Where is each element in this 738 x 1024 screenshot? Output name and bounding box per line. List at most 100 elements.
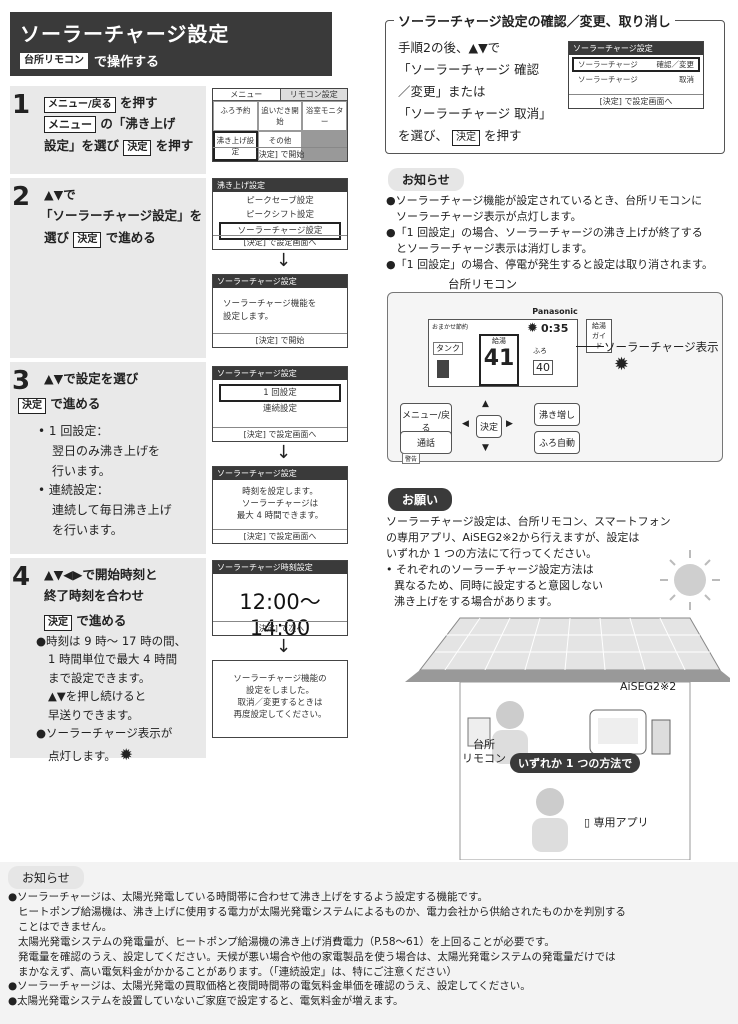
sun-icon <box>660 550 720 610</box>
screen-footer: [決定] で設定画面へ <box>213 427 347 441</box>
screen-item: ピークシフト設定 <box>245 210 314 220</box>
note-text: まで設定できます。 <box>48 670 151 685</box>
down-arrow-icon[interactable]: ▼ <box>482 443 489 453</box>
confirm-text: 手順2の後、▲▼で <box>398 40 501 55</box>
house-illustration <box>405 550 730 860</box>
screen-setting-type: ソーラーチャージ設定 1 回設定 連続設定 [決定] で設定画面へ <box>212 366 348 442</box>
bottom-notice-section: お知らせ ●ソーラーチャージは、太陽光発電している時間帯に合わせて沸き上げをする… <box>0 862 738 1024</box>
bullet-text: 行います。 <box>52 463 111 478</box>
request-text: いずれか 1 つの方法にて行ってください。 <box>386 546 598 560</box>
confirm-text: を選び、 <box>398 127 449 143</box>
notice-tag: お知らせ <box>388 168 464 191</box>
ok-button[interactable]: 決定 <box>476 415 502 438</box>
boost-button[interactable]: 沸き増し <box>534 403 580 426</box>
menu-cell: 追いだき開始 <box>257 101 303 131</box>
confirm-change-box: ソーラーチャージ設定の確認／変更、取り消し 手順2の後、▲▼で 「ソーラーチャー… <box>385 11 725 154</box>
down-arrow-icon: ↓ <box>276 636 292 657</box>
confirm-text: ／変更」または <box>398 83 486 99</box>
screen-item-selected: 1 回設定 <box>219 384 341 402</box>
bath-auto-button[interactable]: ふろ自動 <box>534 431 580 454</box>
bath-label: ふろ <box>533 347 547 355</box>
notice-text: ●ソーラーチャージは、太陽光発電の買取価格と夜間時間帯の電気料金単価を確認のうえ… <box>8 980 531 993</box>
step-text: 終了時刻を合わせ <box>44 588 145 604</box>
confirm-text: 「ソーラーチャージ 確認 <box>398 61 540 77</box>
page-subtitle: で操作する <box>94 55 160 70</box>
up-arrow-icon[interactable]: ▲ <box>482 399 489 409</box>
call-button[interactable]: 通話 <box>400 431 452 454</box>
section-header: ソーラーチャージ設定の確認／変更、取り消し <box>394 11 675 30</box>
supply-temp: 41 <box>483 346 515 371</box>
screen-complete: ソーラーチャージ機能の 設定をしました。 取消／変更するときは 再度設定してくだ… <box>212 660 348 738</box>
row-label: ソーラーチャージ <box>578 60 638 69</box>
guide-button[interactable]: 給湯ガイド <box>586 319 612 353</box>
ok-key: 決定 <box>18 398 46 415</box>
step-number: 4 <box>12 562 31 592</box>
screen-solar-intro: ソーラーチャージ設定 ソーラーチャージ機能を 設定します。 [決定] で開始 <box>212 274 348 348</box>
menu-cell-selected: 沸き上げ設定 <box>213 131 258 161</box>
screen-header: ソーラーチャージ設定 <box>569 42 703 55</box>
ok-key: 決定 <box>452 129 480 146</box>
screen-footer: [決定] で設定画面へ <box>213 529 347 543</box>
remote-caption: 台所リモコン <box>448 277 517 291</box>
aiseg-label: AiSEG2※2 <box>620 680 677 693</box>
notice-text: ●「1 回設定」の場合、停電が発生すると設定は取り消されます。 <box>386 257 713 271</box>
solar-panel-roof <box>418 617 721 671</box>
step-text: ▲▼で設定を選び <box>44 371 139 386</box>
tank-level-icon <box>437 360 449 378</box>
note-text: 早送りできます。 <box>48 707 139 722</box>
step-text: 「ソーラーチャージ設定」を <box>40 208 203 224</box>
screen-text: 設定します。 <box>223 312 274 322</box>
pointer-line <box>576 346 604 347</box>
left-arrow-icon[interactable]: ◀ <box>462 419 469 429</box>
bullet-title: • 1 回設定： <box>38 424 109 438</box>
screen-footer: [決定] で開始 <box>213 147 347 161</box>
menu-cell: ふろ予約 <box>213 101 258 131</box>
person-icon <box>536 788 564 816</box>
screen-header: ソーラーチャージ設定 <box>213 275 347 288</box>
screen-text: 時刻を設定します。 <box>242 487 318 497</box>
solar-charge-icon: ✹ <box>527 321 538 336</box>
row-label: ソーラーチャージ <box>578 75 638 84</box>
kitchen-remote-label: 台所 リモコン <box>462 738 506 767</box>
either-method-badge: いずれか 1 つの方法で <box>510 753 641 773</box>
label-line: 台所 <box>473 738 495 751</box>
step-1: 1 メニュー/戻る を押す メニュー の「沸き上げ 設定」を選び 決定 を押す <box>10 86 206 174</box>
notice-text: ●ソーラーチャージは、太陽光発電している時間帯に合わせて沸き上げをするよう設定す… <box>8 891 488 903</box>
tab-menu: メニュー <box>213 89 281 100</box>
screen-menu: メニュー リモコン設定 ふろ予約 追いだき開始 浴室モニター 沸き上げ設定 その… <box>212 88 348 162</box>
screen-text: 再度設定してください。 <box>233 710 327 720</box>
down-arrow-icon: ↓ <box>276 250 292 271</box>
time-range-display: 12:00～14:00 <box>239 590 321 640</box>
brand-logo: Panasonic <box>532 307 578 316</box>
screen-header: ソーラーチャージ時刻設定 <box>213 561 347 574</box>
step-3: 3 ▲▼で設定を選び 決定 で進める • 1 回設定： 翌日のみ沸き上げを 行い… <box>10 362 206 554</box>
screen-item-selected: ソーラーチャージ設定 <box>219 222 341 240</box>
confirm-text: 「ソーラーチャージ 取消」 <box>398 105 552 121</box>
bath-temp: 40 <box>533 360 553 375</box>
step-text: で進める <box>76 612 127 628</box>
ok-key: 決定 <box>123 139 152 156</box>
notice-text: とソーラーチャージ表示は消灯します。 <box>396 241 593 255</box>
screen-item: ソーラーチャージ取消 <box>572 74 700 85</box>
notice-text: ことはできません。 <box>18 920 113 933</box>
request-text: 沸き上げをする場合があります。 <box>394 594 558 608</box>
note-text: ●ソーラーチャージ表示が <box>36 725 173 740</box>
screen-item: ピークセーブ設定 <box>246 196 314 206</box>
person-icon <box>496 701 524 729</box>
request-text: の専用アプリ、AiSEG2※2から行えますが、設定は <box>386 530 640 544</box>
kitchen-remote-badge: 台所リモコン <box>20 52 88 69</box>
step-text: 選び <box>44 229 70 245</box>
screen-footer: [決定] で開始 <box>213 333 347 347</box>
ok-key: 決定 <box>44 614 72 631</box>
screen-text: ソーラーチャージ機能の <box>233 674 327 684</box>
request-text-block: ソーラーチャージ設定は、台所リモコン、スマートフォン の専用アプリ、AiSEG2… <box>386 514 686 610</box>
solar-charge-icon: ✹ <box>119 745 133 765</box>
step-text: を押す <box>120 95 158 110</box>
right-arrow-icon[interactable]: ▶ <box>506 419 513 429</box>
step-text: の「沸き上げ <box>100 116 176 132</box>
screen-time-set: ソーラーチャージ時刻設定 12:00～14:00 [決定] で次へ <box>212 560 348 640</box>
mode-label: おまかせ節約 <box>432 324 469 331</box>
bullet-text: 翌日のみ沸き上げを <box>52 443 161 458</box>
page-title-block: ソーラーチャージ設定 台所リモコン で操作する <box>10 12 332 76</box>
request-text: ソーラーチャージ設定は、台所リモコン、スマートフォン <box>386 515 671 528</box>
